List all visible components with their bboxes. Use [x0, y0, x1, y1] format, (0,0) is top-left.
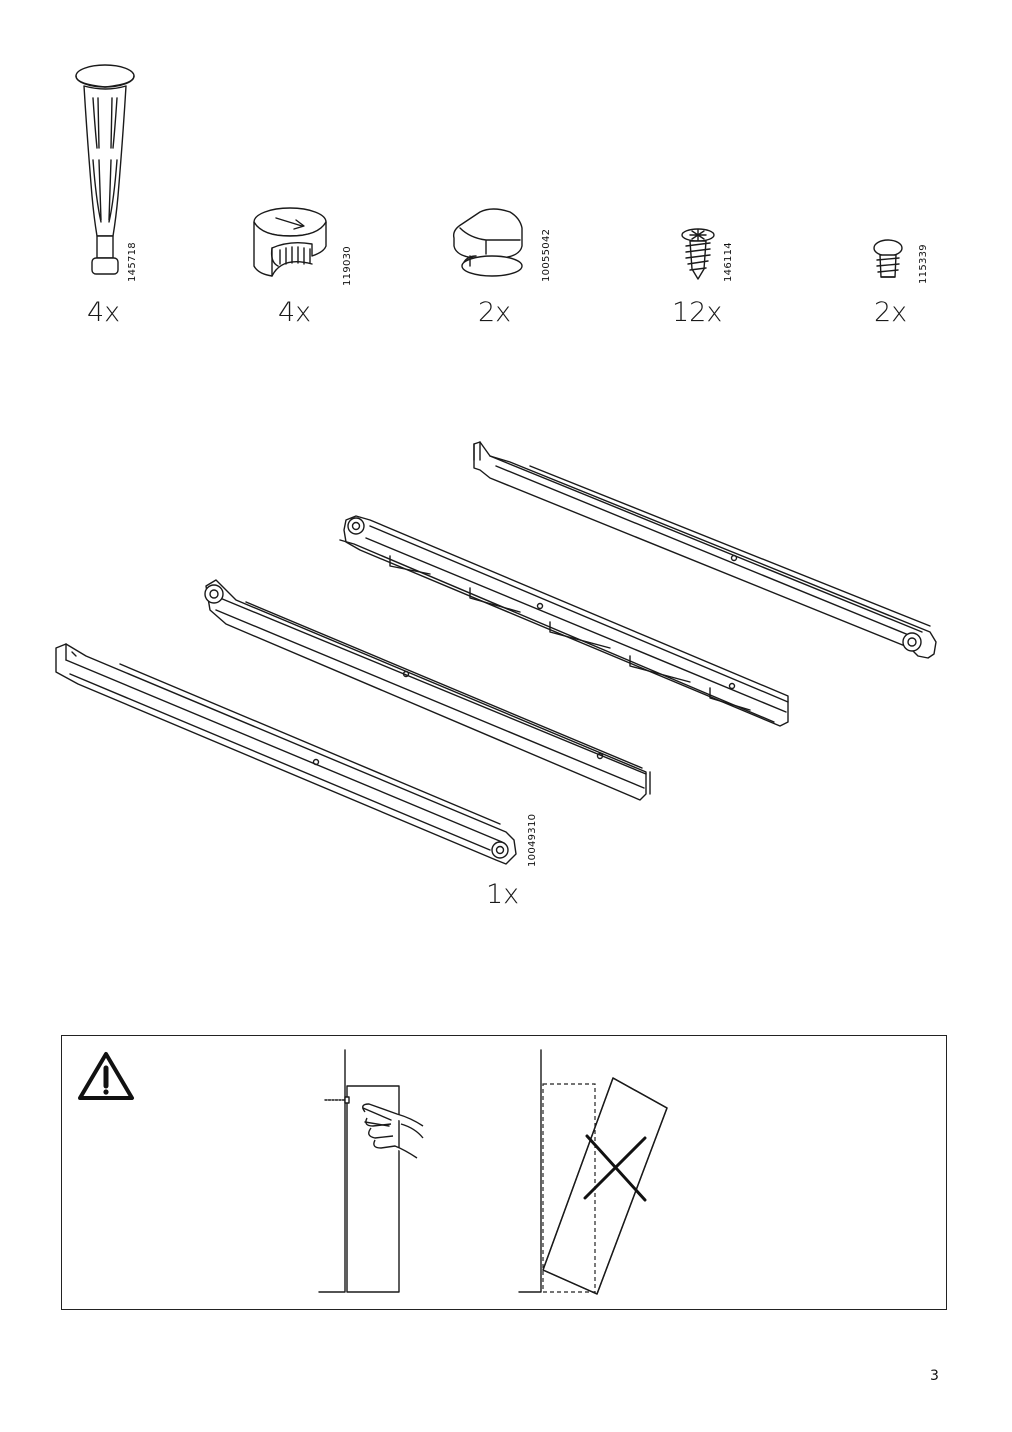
quantity-label: 4x	[87, 297, 121, 328]
quantity-label: 1x	[486, 879, 520, 910]
drawer-rail	[55, 643, 517, 865]
falling-panel-cross-icon	[518, 1049, 668, 1295]
clip-cap-icon	[452, 208, 523, 277]
part-dowel-leg	[70, 62, 140, 282]
part-number-label: 115339	[918, 244, 929, 284]
quantity-label: 4x	[278, 297, 312, 328]
part-number-label: 10055042	[541, 228, 552, 282]
drawer-rail	[204, 579, 651, 801]
part-clip-cap	[450, 208, 530, 280]
part-number-label: 119030	[342, 246, 353, 286]
part-screw	[678, 226, 718, 282]
part-cam-lock	[246, 200, 336, 280]
page-number: 3	[930, 1368, 939, 1384]
cam-lock-icon	[253, 207, 327, 277]
drawer-rail	[339, 515, 789, 727]
warning-triangle-icon	[78, 1052, 134, 1100]
quantity-label: 2x	[874, 297, 908, 328]
warning-box	[61, 1035, 947, 1310]
quantity-label: 2x	[478, 297, 512, 328]
drawer-rail-set	[50, 430, 950, 874]
screw-icon	[681, 228, 715, 280]
drawer-rail	[473, 441, 937, 659]
part-number-label: 10049310	[527, 813, 538, 867]
hand-holding-panel-icon	[318, 1049, 424, 1293]
small-screw-icon	[873, 239, 903, 278]
drawer-rail-set-icon	[55, 441, 937, 865]
part-number-label: 146114	[723, 242, 734, 282]
part-small-screw	[870, 238, 906, 284]
quantity-label: 12x	[672, 297, 723, 328]
part-number-label: 145718	[127, 242, 138, 282]
dowel-leg-icon	[75, 64, 135, 275]
